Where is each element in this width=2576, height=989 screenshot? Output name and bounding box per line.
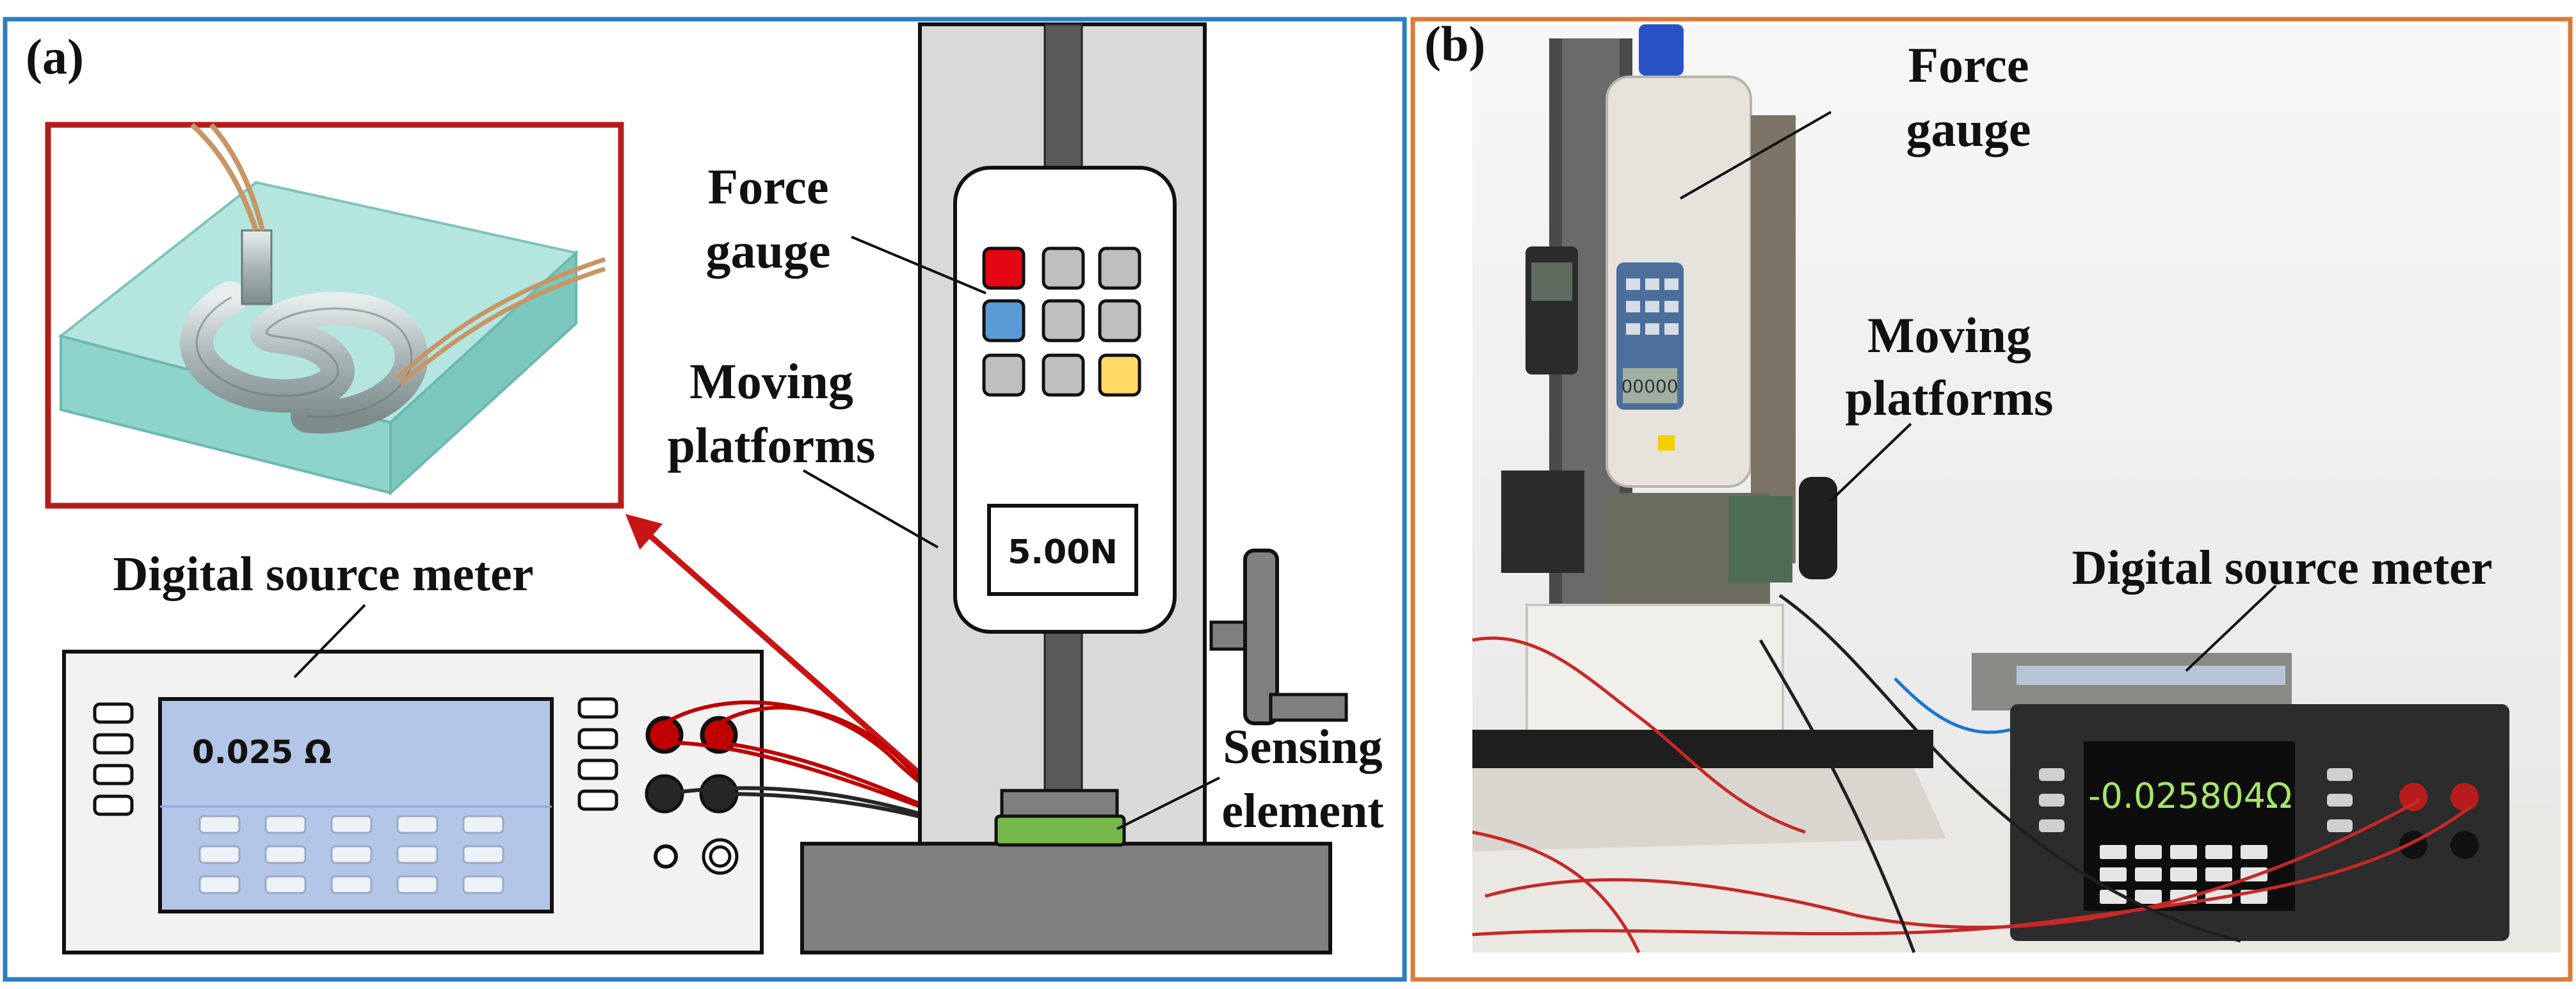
b-force-gauge-label-2: gauge (1906, 101, 2031, 157)
a-moving-platforms-label-1: Moving (689, 353, 853, 409)
digital-source-meter: 0.025 Ω (62, 650, 764, 954)
b-digital-source-meter-label: Digital source meter (2072, 541, 2492, 595)
force-gauge-device: 5.00N (953, 166, 1177, 634)
a-moving-platforms-label-2: platforms (668, 417, 876, 473)
b-gauge-lcd: 00000 (1621, 376, 1678, 397)
a-digital-source-meter-label: Digital source meter (113, 547, 533, 601)
a-sensing-element-label-2: element (1221, 784, 1383, 838)
meter-display-value: 0.025 Ω (192, 734, 332, 771)
panel-a-callouts (293, 236, 1220, 830)
a-sensing-element-label-1: Sensing (1223, 720, 1382, 774)
gauge-display-value: 5.00N (1008, 533, 1118, 572)
b-moving-platforms-label-1: Moving (1867, 307, 2031, 363)
b-moving-platforms-label-2: platforms (1846, 370, 2054, 426)
panel-b-photo: 00000 -0.025804Ω (1472, 24, 2561, 954)
b-meter-reading: -0.025804Ω (2088, 776, 2292, 816)
a-force-gauge-label-1: Force (707, 159, 828, 214)
panel-b-callouts (1680, 111, 2277, 672)
panel-b-tag: (b) (1424, 16, 1485, 72)
sensor-inset (45, 122, 624, 509)
panel-a-tag: (a) (26, 29, 84, 84)
b-force-gauge-label-1: Force (1908, 37, 2029, 93)
a-force-gauge-label-2: gauge (706, 223, 831, 278)
sensing-element-block (994, 814, 1126, 847)
